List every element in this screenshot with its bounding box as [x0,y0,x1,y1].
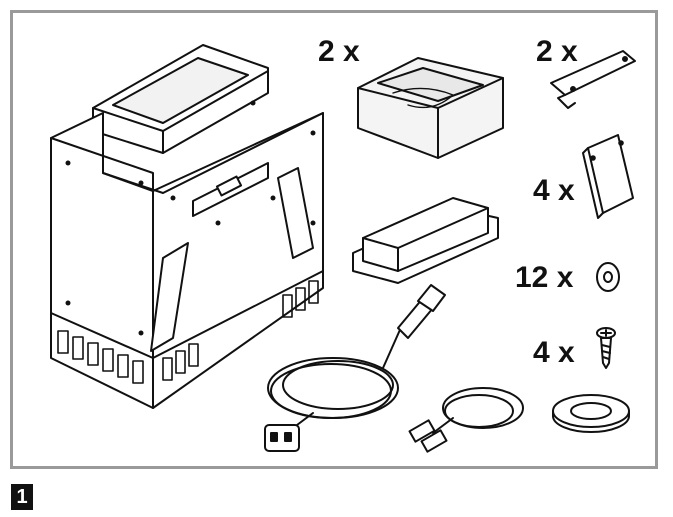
filter-cassette [357,57,504,159]
power-cable [264,284,446,452]
mounting-bracket-qty: 2 x [536,35,578,68]
grease-tray [352,197,499,284]
tape-roll [552,394,630,433]
side-plate-qty: 4 x [533,174,575,207]
washer-icon [596,262,620,292]
parts-illustration [50,44,636,453]
figure-frame: 2 x 2 x 4 x 12 x 4 x [10,10,658,469]
filter-cassette-qty: 2 x [318,35,360,68]
main-housing-unit [50,44,324,409]
screw-icon [596,327,616,369]
network-cable [408,387,524,453]
figure-number-badge: 1 [11,484,33,510]
washer-qty: 12 x [515,261,574,294]
screw-qty: 4 x [533,336,575,369]
mounting-bracket [550,50,636,109]
side-plate [582,134,634,219]
